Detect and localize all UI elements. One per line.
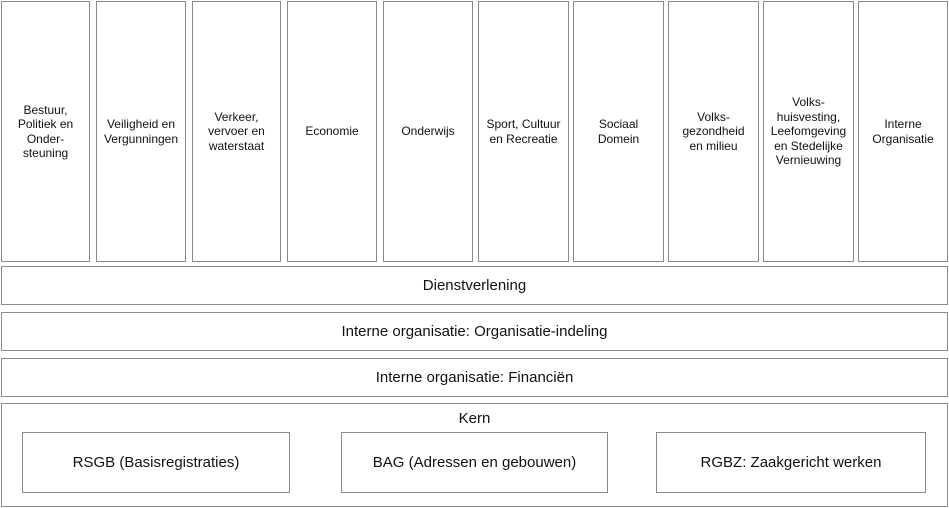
kern-title: Kern <box>458 410 491 427</box>
layer-organisatie-indeling: Interne organisatie: Organisatie-indelin… <box>1 312 948 351</box>
layer-financien: Interne organisatie: Financiën <box>1 358 948 397</box>
domain-bestuur: Bestuur, Politiek en Onder- steuning <box>1 1 90 262</box>
domain-volksgezondheid: Volks- gezondheid en milieu <box>668 1 759 262</box>
domain-sociaal: Sociaal Domein <box>573 1 664 262</box>
domain-sport: Sport, Cultuur en Recreatie <box>478 1 569 262</box>
kern-rgbz: RGBZ: Zaakgericht werken <box>656 432 926 493</box>
domain-verkeer: Verkeer, vervoer en waterstaat <box>192 1 281 262</box>
kern-bag: BAG (Adressen en gebouwen) <box>341 432 608 493</box>
domain-economie: Economie <box>287 1 377 262</box>
kern-rsgb: RSGB (Basisregistraties) <box>22 432 290 493</box>
domain-interne-organisatie: Interne Organisatie <box>858 1 948 262</box>
domain-veiligheid: Veiligheid en Vergunningen <box>96 1 186 262</box>
layer-dienstverlening: Dienstverlening <box>1 266 948 305</box>
domain-volkshuisvesting: Volks- huisvesting, Leefomgeving en Sted… <box>763 1 854 262</box>
domain-onderwijs: Onderwijs <box>383 1 473 262</box>
